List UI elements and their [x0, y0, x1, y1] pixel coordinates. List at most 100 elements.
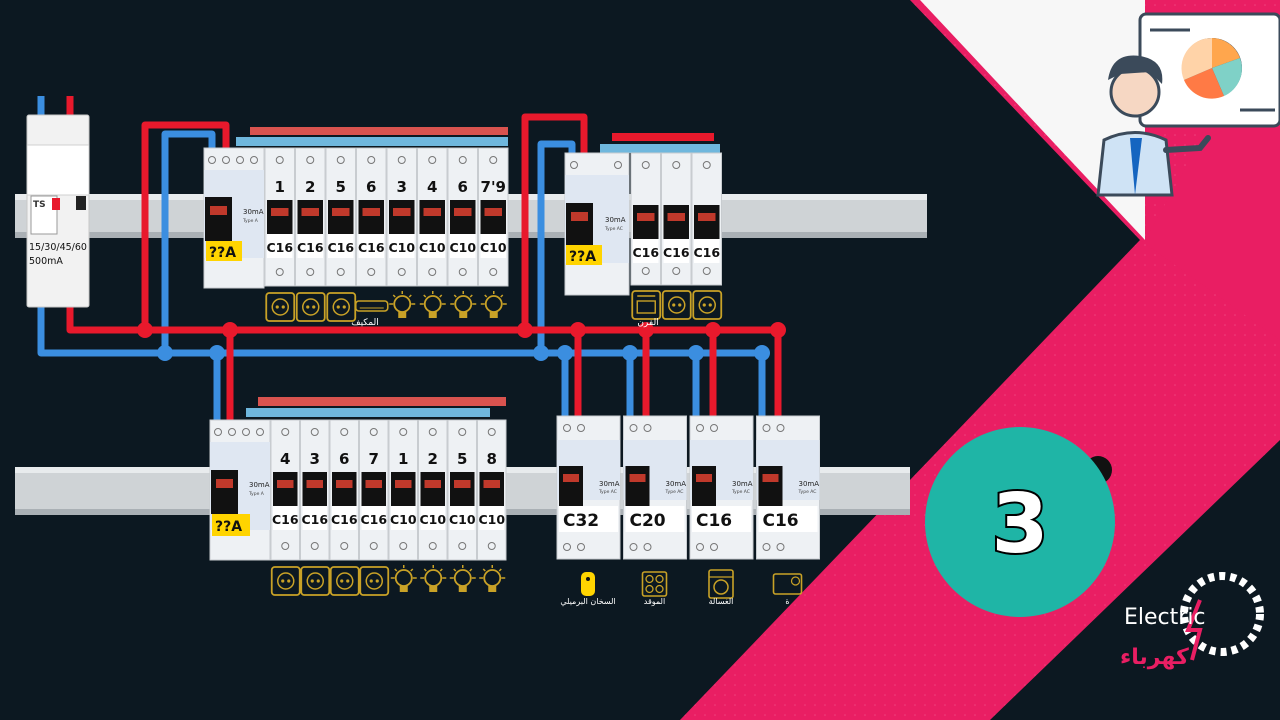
- busbars: [236, 127, 720, 417]
- panel1-breaker-3-rating: C16: [327, 240, 354, 255]
- panel1-breaker-5-rating: C10: [388, 240, 415, 255]
- panel1-rcd[interactable]: 30mA Type A ??A: [203, 147, 265, 289]
- panel3-rcd[interactable]: 30mA Type A ??A: [209, 419, 271, 561]
- panel1-breaker-1-number: 1: [275, 178, 285, 196]
- panel1-socket-icon-2: [295, 292, 326, 322]
- panel3-socket-icon-1: [270, 566, 301, 596]
- rcbo-4-type: Type AC: [798, 489, 817, 495]
- rcbo-3-sensitivity: 30mA: [732, 480, 753, 488]
- rcbo-2-caption: الموقد: [644, 597, 665, 606]
- panel1-breaker-8-rating: C10: [480, 240, 507, 255]
- panel2-load-icons: [631, 290, 723, 320]
- rcbo-1-caption: السخان البرميلي: [560, 597, 615, 606]
- panel3-breaker-7-rating: C10: [449, 512, 476, 527]
- panel3-breaker-5-rating: C10: [390, 512, 417, 527]
- rcbo-2-cooktop-icon: [641, 571, 668, 597]
- rcbo-4-dryer-icon: [772, 573, 803, 595]
- panel2-socket-icon-3: [692, 290, 723, 320]
- panel1-breaker-3-number: 5: [336, 178, 346, 196]
- panel2-rcd[interactable]: 30mA Type AC ??A: [564, 152, 630, 296]
- panel2-oven-icon-1: [631, 290, 662, 320]
- panel2-breaker-2-rating: C16: [663, 245, 690, 260]
- rcbo-2-rating: C20: [630, 511, 666, 531]
- panel2-breaker-2[interactable]: C16: [661, 152, 692, 286]
- panel3-breaker-2-number: 3: [310, 450, 320, 468]
- panel2-breaker-3[interactable]: C16: [691, 152, 722, 286]
- panel2-breaker-1[interactable]: C16: [630, 152, 661, 286]
- panel1-breaker-6-rating: C10: [419, 240, 446, 255]
- panel3-socket-icon-2: [300, 566, 331, 596]
- panel1-breaker-7-rating: C10: [449, 240, 476, 255]
- main-switch[interactable]: TS 15/30/45/60 500mA: [26, 114, 90, 308]
- panel3-breaker-1-number: 4: [280, 450, 290, 468]
- rcbo-2-sensitivity: 30mA: [666, 480, 687, 488]
- logo-text-ar: كهرباء: [1120, 645, 1189, 670]
- rcbo-4-caption: ة: [785, 597, 789, 606]
- panel3-breaker-3-number: 6: [339, 450, 349, 468]
- panel3-breaker-4-number: 7: [369, 450, 379, 468]
- panel3-bulb-icon-8: [479, 565, 506, 592]
- wire-junctions: [137, 322, 786, 361]
- panel1-rcd-sensitivity: 30mA: [243, 208, 264, 216]
- episode-number: 3: [991, 477, 1048, 572]
- rcbo-3-caption: الغسالة: [709, 597, 734, 606]
- panel3-breaker-7-number: 5: [457, 450, 467, 468]
- panel2-breaker-1-rating: C16: [632, 245, 659, 260]
- panel1-bulb-icon-5: [389, 291, 416, 318]
- rcbo-3-rating: C16: [696, 511, 732, 531]
- panel1-breaker-4-rating: C16: [358, 240, 385, 255]
- rcbo-3-type: Type AC: [731, 489, 750, 495]
- panel1-socket-icon-3: [326, 292, 357, 322]
- panel1-bulb-icon-8: [480, 291, 507, 318]
- panel3-breaker-5-number: 1: [398, 450, 408, 468]
- rcbo-1-rating: C32: [563, 511, 599, 531]
- main-switch-sensitivity: 500mA: [29, 256, 63, 267]
- panel1-breaker-1-rating: C16: [266, 240, 293, 255]
- rcbo-3-washing-machine-icon: [708, 569, 734, 599]
- panel1-breaker-2-number: 2: [305, 178, 315, 196]
- episode-badge: 3: [925, 427, 1115, 617]
- rcbo-4-sensitivity: 30mA: [799, 480, 820, 488]
- panel1-breaker-2-rating: C16: [297, 240, 324, 255]
- panel3-socket-icon-3: [329, 566, 360, 596]
- panel2-rcd-sensitivity: 30mA: [605, 216, 626, 224]
- panel1-breaker-6-number: 4: [427, 178, 437, 196]
- panel1-breaker-4-number: 6: [366, 178, 376, 196]
- panel1-bulb-icon-7: [450, 291, 477, 318]
- panel3-breaker-8-rating: C10: [478, 512, 505, 527]
- panel2-caption: الفرن: [637, 318, 658, 328]
- main-switch-brand: TS: [33, 200, 46, 210]
- panel3-socket-icon-4: [359, 566, 390, 596]
- panel1-bulb-icon-6: [419, 291, 446, 318]
- panel2-rcd-label: ??A: [569, 249, 596, 265]
- panel3-rcd-type: Type A: [248, 491, 265, 497]
- main-switch-rating: 15/30/45/60: [29, 242, 87, 253]
- presenter-illustration: [1096, 12, 1280, 197]
- panel1-rcd-label: ??A: [209, 245, 236, 261]
- panel3-bulb-icon-6: [420, 565, 447, 592]
- rcbo-1-water-heater-icon: [581, 572, 595, 596]
